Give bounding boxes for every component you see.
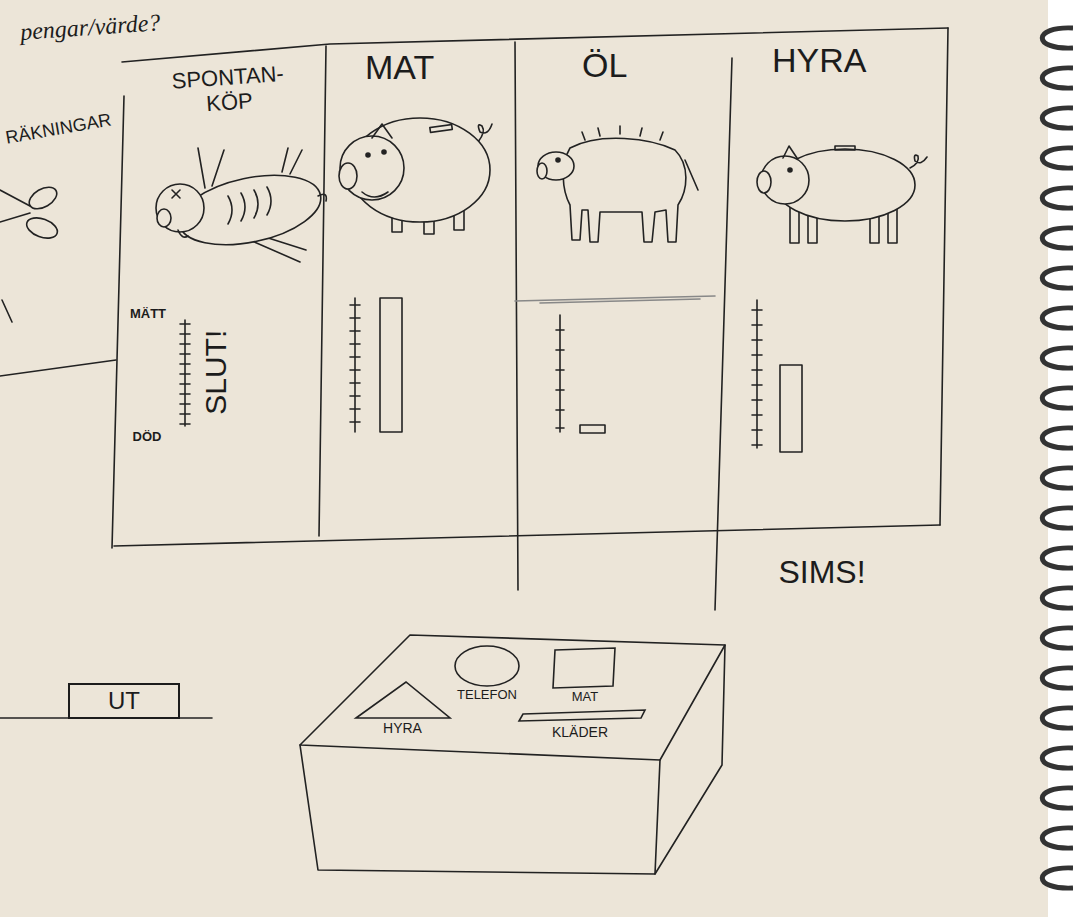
column-heading: MAT [365,48,434,87]
gauge-bar [380,298,402,432]
skinny-pig-head [538,152,574,180]
pig-eye [382,150,386,154]
item-label: TELEFON [432,688,542,703]
skinny-pig-tail [685,160,698,190]
dead-pig-head [156,184,204,232]
item-label: KLÄDER [505,724,655,740]
label-holder: DÖD [133,430,162,445]
box-side [655,645,725,874]
label-holder: SIMS! [778,554,865,591]
shape-node: TELEFON [432,644,542,706]
paper [0,0,1048,917]
pig-smile [362,192,388,197]
triangle-shape [356,682,450,718]
status-note: SLUT! [200,329,235,414]
column-divider [715,58,732,610]
gauge-bar [780,365,802,452]
column-divider [112,96,124,548]
pig-snout [339,163,357,189]
item-label: HYRA [350,720,455,736]
gauge-scale [752,300,762,448]
panel-right-edge [940,28,948,525]
pig-ear [783,146,797,158]
label-holder: pengar/värde? [19,9,161,46]
gauge-label: DÖD [133,430,162,445]
column-divider [515,42,518,590]
column-panel: RÄKNINGAR [0,100,118,360]
item-label: MAT [545,690,625,705]
pig-ear [372,124,392,138]
dead-pig-tail [318,194,326,201]
column-heading: RÄKNINGAR [4,109,113,148]
spiral-holes [1042,28,1073,888]
shape-node: HYRA [350,680,455,738]
shape-node: KLÄDER [505,708,655,748]
box-front [300,745,660,874]
button-box: UT [68,683,180,719]
scissors-blades [0,190,30,222]
shape-node: MAT [545,648,625,710]
skinny-pig-snout [537,163,547,179]
coin-slot [835,146,855,150]
column-divider [319,46,326,536]
column-panel: HYRA [727,35,939,525]
dead-pig-ribs [228,187,271,224]
box-top [300,635,725,760]
dead-pig-snout [157,209,171,227]
coin-slot [430,124,452,132]
gauge-label: MÄTT [130,307,166,322]
scissors-handle [26,183,61,214]
question-note: pengar/värde? [19,9,161,46]
panel-bottom-edge [114,525,940,546]
column-heading: ÖL [582,46,627,85]
row-divider [0,360,116,376]
pig-eye [788,168,792,172]
skinny-pig-body [563,138,686,242]
square-shape [553,648,615,688]
pig-eye [366,153,370,157]
label-holder: SLUT! [200,329,235,414]
skinny-pig-eye [556,158,560,162]
column-panel: MAT [327,42,513,532]
flat-shape [519,710,645,721]
gauge-scale [350,298,360,432]
skinny-pig-hair [582,126,663,140]
label-holder: MÄTT [130,307,166,322]
button-label: UT [70,685,178,717]
pig-snout [757,171,771,193]
column-heading: HYRA [772,41,866,80]
gauge-bar [580,425,605,433]
scissors-handle [24,214,60,242]
stray-stroke [2,300,12,322]
column-heading: SPONTAN-KÖP [152,60,305,121]
gauge-scale [556,315,564,432]
column-panel: ÖL [517,40,723,530]
column-panel: SPONTAN-KÖP [122,60,322,535]
grey-line [515,296,715,303]
gauge-scale [180,320,190,426]
circle-shape [455,646,519,686]
pig-tail [478,124,492,142]
note: SIMS! [778,554,865,591]
dead-pig-x-eye [172,190,180,198]
pig-tail [910,155,927,168]
pig-head [340,136,404,200]
dead-pig-tongue [178,230,188,237]
